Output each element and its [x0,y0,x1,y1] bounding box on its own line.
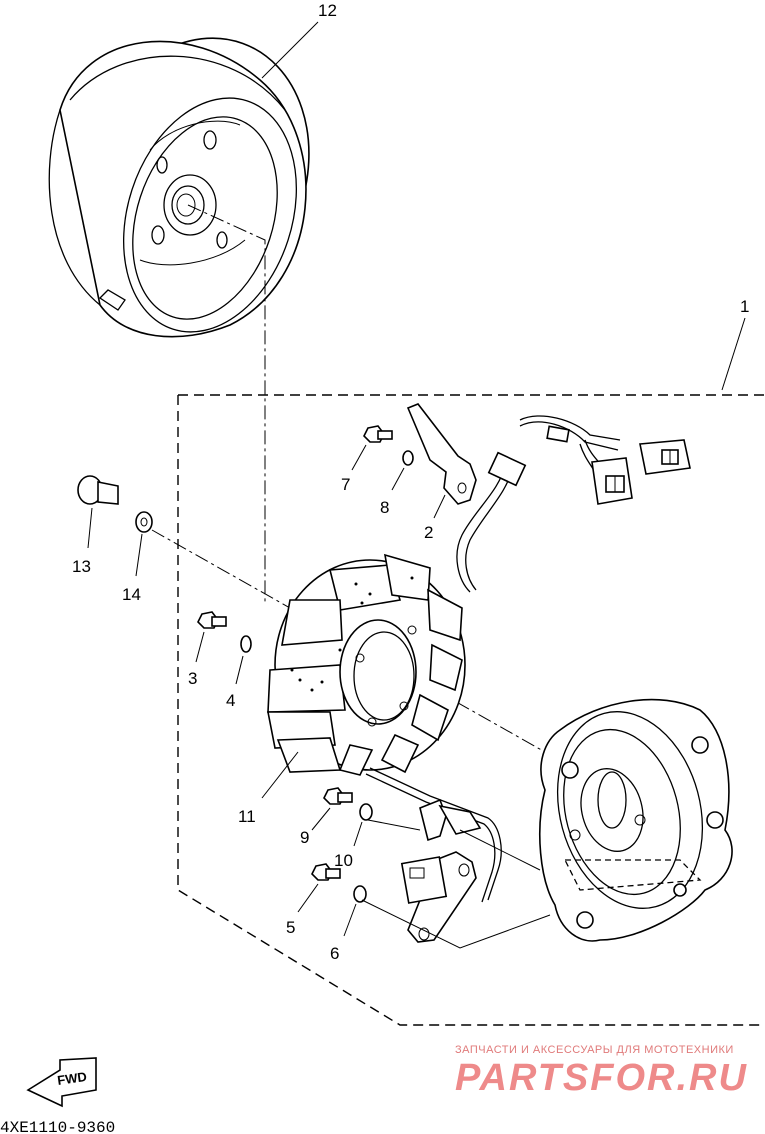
leader-9 [311,807,331,831]
callout-4: 4 [226,691,235,710]
pickup-coil-bracket[interactable] [400,798,482,943]
callout-1: 1 [740,297,749,316]
stator-cover-housing[interactable] [537,695,733,942]
watermark-tagline: ЗАПЧАСТИ И АКСЕССУАРЫ ДЛЯ МОТОТЕХНИКИ [455,1044,734,1056]
watermark-brand: PARTSFOR.RU [455,1057,748,1099]
callout-3: 3 [188,669,197,688]
callout-14: 14 [122,585,141,604]
forward-arrow-icon: FWD [26,1057,97,1108]
rotor-flywheel[interactable] [44,6,346,355]
callout-10: 10 [334,851,353,870]
wire-clamp-bracket-2[interactable] [406,403,477,505]
leader-8 [391,467,405,491]
wire-harness [456,415,621,593]
leader-11 [261,751,299,799]
callout-7: 7 [341,475,350,494]
pickup-wire-b [365,773,496,903]
drawing-code: 4XE1110-9360 [0,1119,115,1134]
bolt-13[interactable] [77,475,119,505]
leader-5 [297,883,319,913]
callout-6: 6 [330,944,339,963]
leader-10-to-pickup [367,819,421,831]
connector-coupler-a[interactable] [591,457,633,505]
callout-13: 13 [72,557,91,576]
callout-12: 12 [318,1,337,20]
screw-3[interactable] [197,611,227,629]
washer-4[interactable] [240,635,252,653]
leader-3 [195,631,205,663]
leader-7 [351,444,367,471]
leader-1 [721,317,746,391]
washer-8[interactable] [402,450,414,466]
callout-11: 11 [238,807,256,826]
washer-14[interactable] [135,511,153,533]
screw-7[interactable] [363,425,393,443]
leader-13 [87,507,93,549]
leader-4 [235,655,244,685]
leader-6-to-cover [361,899,551,949]
assembly-boundary [177,394,765,1026]
washer-10[interactable] [359,803,373,821]
leader-12 [261,21,319,79]
callout-9: 9 [300,828,309,847]
connector-coupler-b[interactable] [639,439,691,475]
fwd-label: FWD [56,1069,87,1088]
callout-5: 5 [286,918,295,937]
pickup-wire-a [369,767,502,901]
screw-9[interactable] [323,787,353,805]
callout-8: 8 [380,498,389,517]
leader-10 [353,821,363,847]
callout-2: 2 [424,523,433,542]
stator-coil-11[interactable] [267,553,466,776]
leader-14 [135,533,143,577]
leader-6 [343,903,357,937]
leader-2 [433,494,446,519]
washer-6[interactable] [353,885,367,903]
rotor-centerline [187,204,266,605]
leader-pickup-to-cover [459,829,541,871]
screw-5[interactable] [311,863,341,881]
